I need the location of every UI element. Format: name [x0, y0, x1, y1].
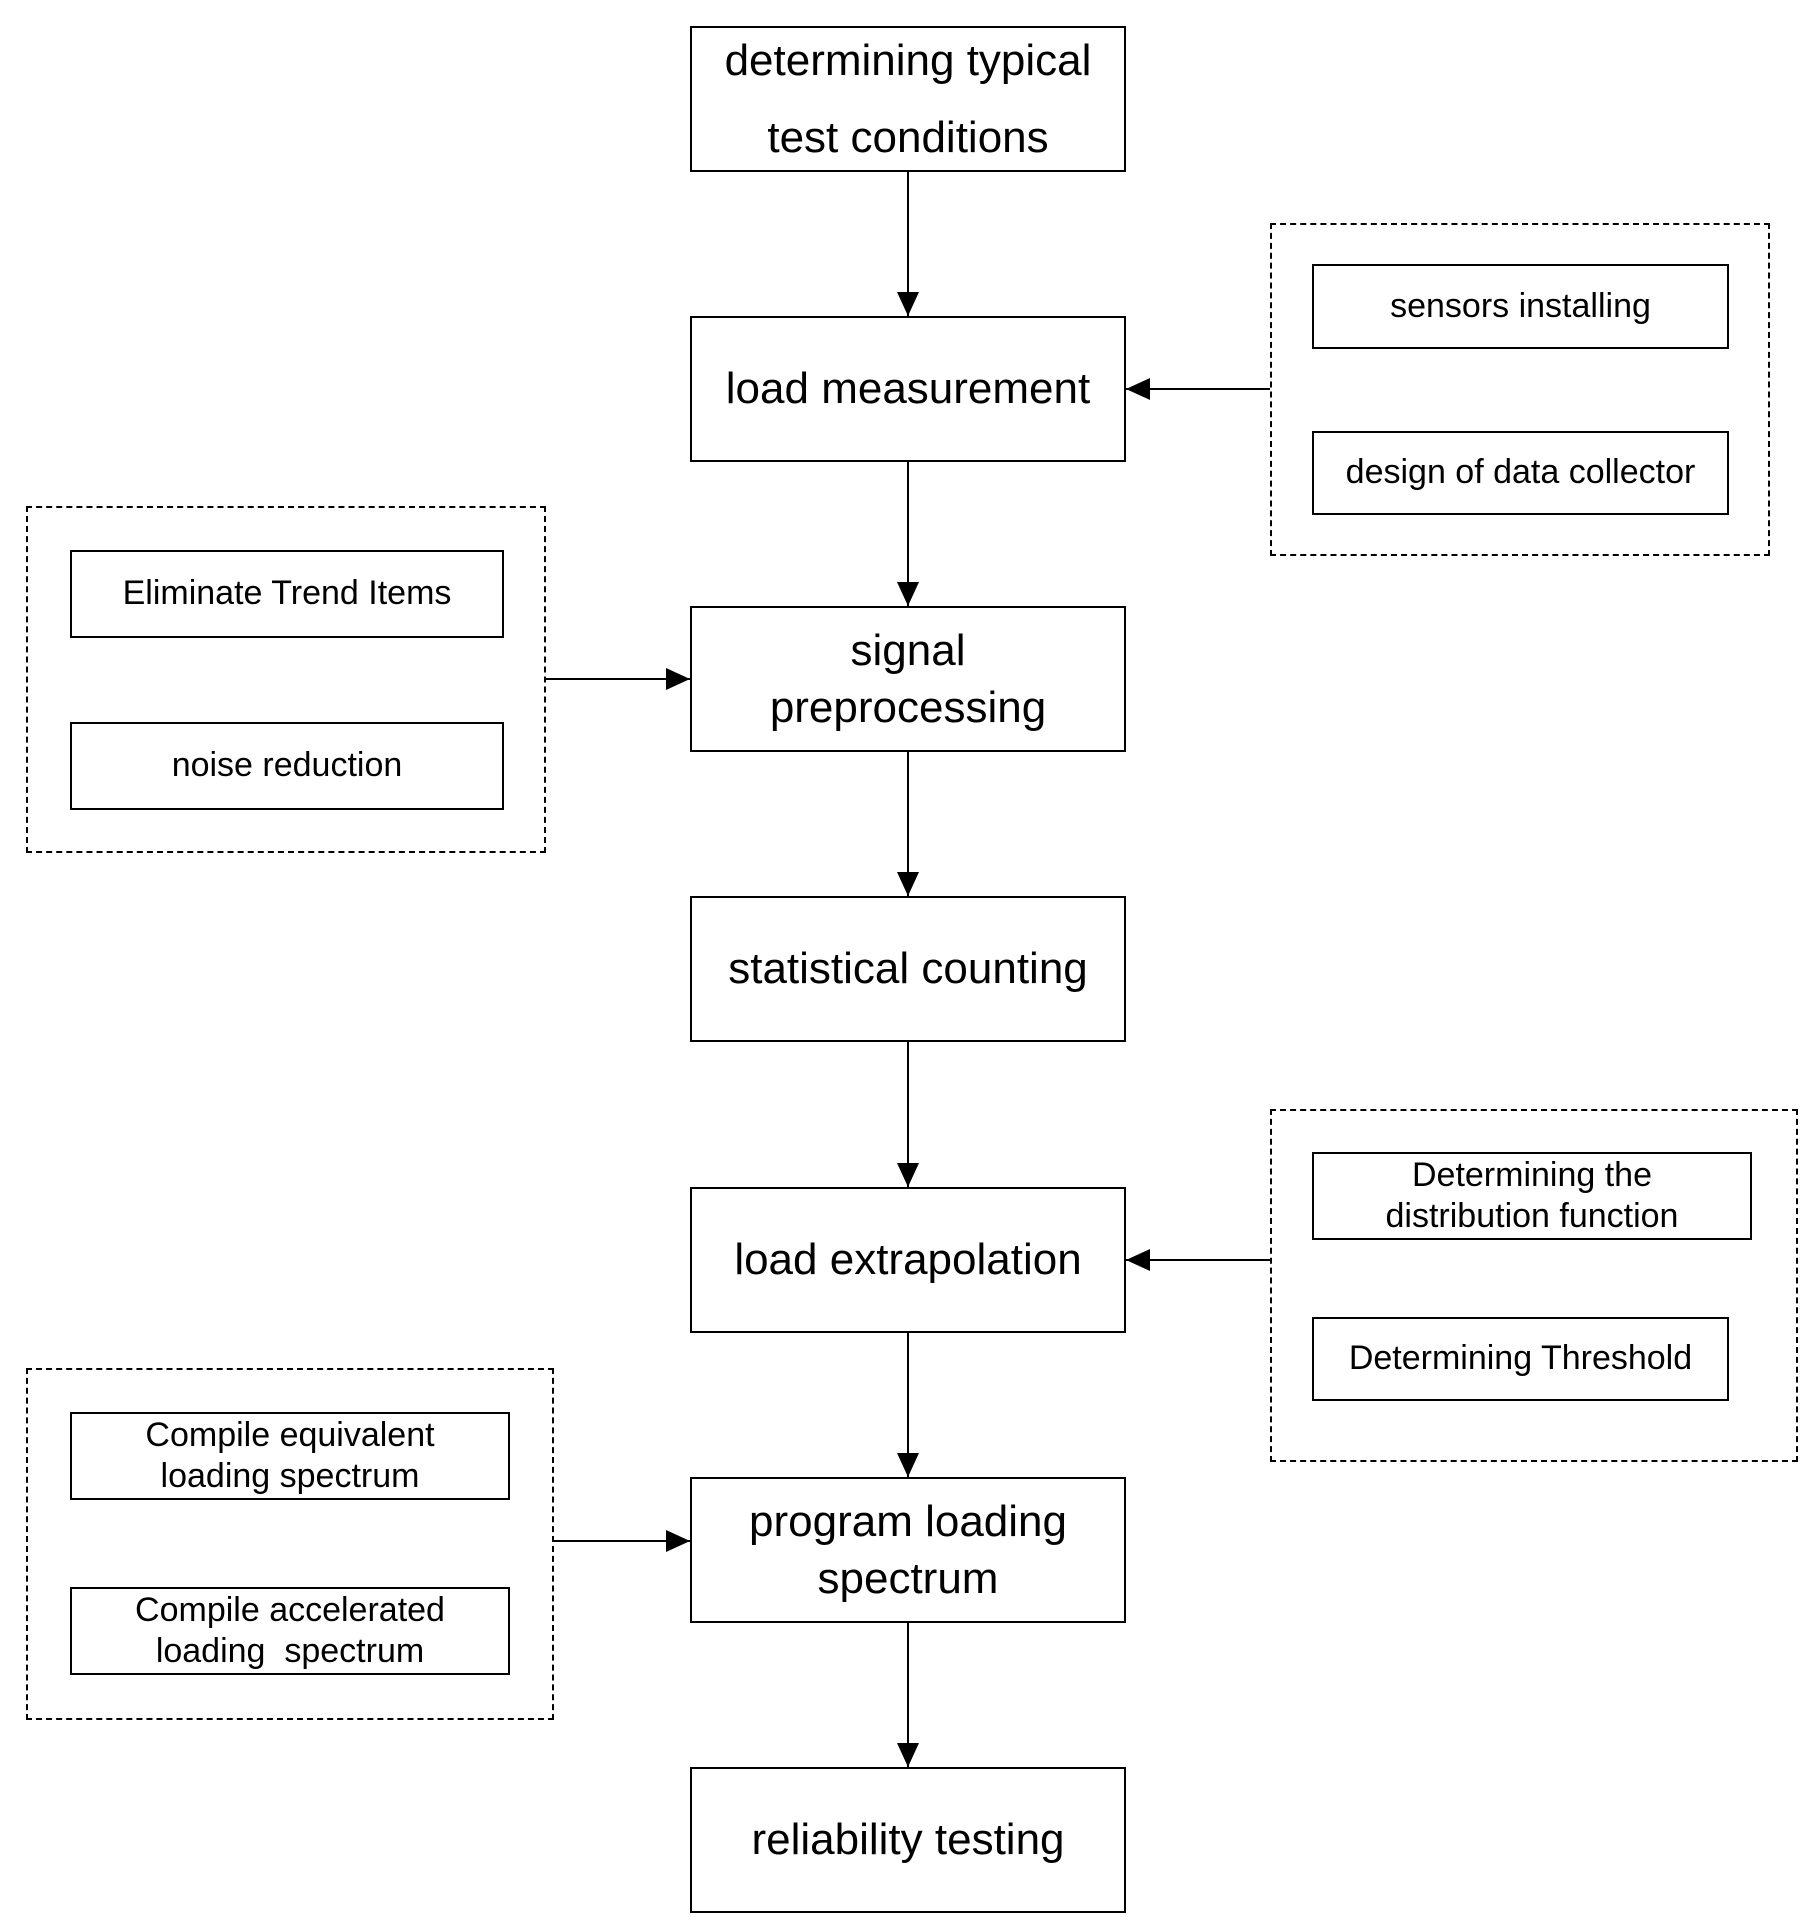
- substep-text-line: Determining Threshold: [1348, 1339, 1693, 1378]
- group-spectrum-inputs: [26, 1368, 554, 1720]
- step-load-extrapolation: load extrapolation: [690, 1187, 1126, 1333]
- step-text-line: determining typical: [724, 36, 1092, 85]
- substep-eliminate-trend-items: Eliminate Trend Items: [70, 550, 504, 638]
- arrowhead-step7: [897, 1743, 919, 1767]
- group-extrapolation-inputs: [1270, 1109, 1798, 1462]
- step-text-line: load measurement: [725, 364, 1091, 414]
- arrowhead-spectrum-inputs: [666, 1530, 690, 1552]
- arrowhead-step2: [897, 292, 919, 316]
- step-determining-typical-test-conditions: determining typical test conditions: [690, 26, 1126, 172]
- substep-determining-distribution-function: Determining the distribution function: [1312, 1152, 1752, 1240]
- step-statistical-counting: statistical counting: [690, 896, 1126, 1042]
- step-text-line: test conditions: [767, 113, 1049, 162]
- substep-noise-reduction: noise reduction: [70, 722, 504, 810]
- substep-text-line: Compile accelerated: [135, 1590, 445, 1629]
- group-measurement-inputs: [1270, 223, 1770, 556]
- substep-determining-threshold: Determining Threshold: [1312, 1317, 1729, 1401]
- substep-text-line: noise reduction: [171, 746, 403, 785]
- arrowhead-step5: [897, 1163, 919, 1187]
- arrowhead-step4: [897, 872, 919, 896]
- substep-compile-equivalent-loading-spectrum: Compile equivalent loading spectrum: [70, 1412, 510, 1500]
- step-program-loading-spectrum: program loading spectrum: [690, 1477, 1126, 1623]
- step-text-line: statistical counting: [728, 944, 1088, 994]
- substep-text-line: Eliminate Trend Items: [122, 574, 452, 613]
- arrowhead-step6: [897, 1453, 919, 1477]
- substep-design-of-data-collector: design of data collector: [1312, 431, 1729, 515]
- arrowhead-extrapolation-inputs: [1126, 1249, 1150, 1271]
- step-load-measurement: load measurement: [690, 316, 1126, 462]
- step-reliability-testing: reliability testing: [690, 1767, 1126, 1913]
- substep-text-line: Determining the: [1411, 1155, 1652, 1194]
- substep-text-line: sensors installing: [1390, 286, 1651, 325]
- substep-text-line: distribution function: [1385, 1197, 1679, 1235]
- step-text-line: program loading: [749, 1496, 1067, 1546]
- group-preprocessing-inputs: [26, 506, 546, 853]
- substep-text-line: Compile equivalent: [145, 1415, 435, 1454]
- step-text-line: reliability testing: [751, 1815, 1065, 1865]
- step-text-line: load extrapolation: [734, 1235, 1082, 1285]
- step-text-line: spectrum: [817, 1554, 999, 1603]
- substep-compile-accelerated-loading-spectrum: Compile accelerated loading spectrum: [70, 1587, 510, 1675]
- substep-text-line: design of data collector: [1345, 453, 1696, 492]
- step-signal-preprocessing: signal preprocessing: [690, 606, 1126, 752]
- substep-text-line: loading spectrum: [155, 1632, 425, 1670]
- step-text-line: preprocessing: [769, 683, 1047, 732]
- substep-sensors-installing: sensors installing: [1312, 264, 1729, 349]
- substep-text-line: loading spectrum: [160, 1457, 420, 1495]
- step-text-line: signal: [850, 625, 966, 675]
- arrowhead-measurement-inputs: [1126, 378, 1150, 400]
- arrowhead-preprocessing-inputs: [666, 668, 690, 690]
- arrowhead-step3: [897, 582, 919, 606]
